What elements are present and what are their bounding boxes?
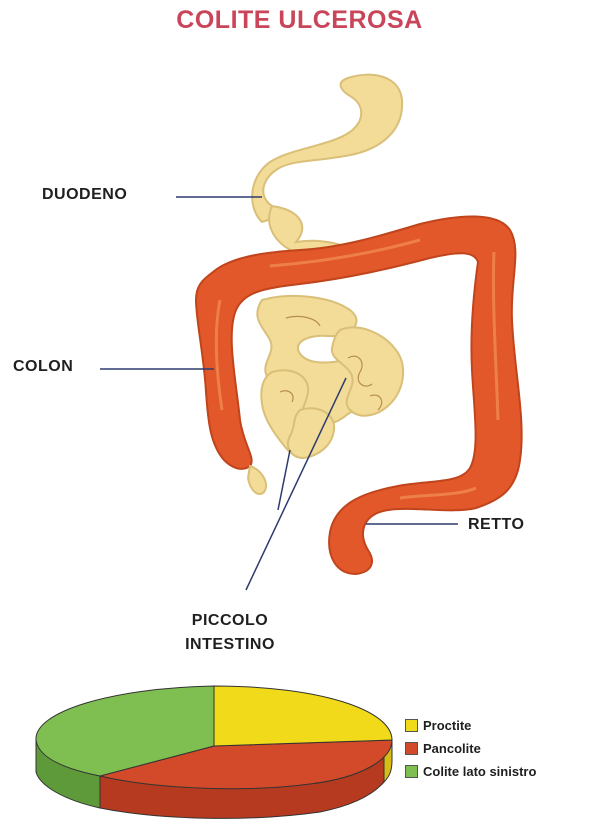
- label-piccolo-line2: INTESTINO: [150, 633, 310, 657]
- legend-label-colite-lato-sinistro: Colite lato sinistro: [423, 764, 536, 779]
- legend-item-pancolite: Pancolite: [405, 737, 599, 760]
- label-colon: COLON: [13, 358, 73, 376]
- label-retto: RETTO: [468, 516, 524, 534]
- legend-item-proctite: Proctite: [405, 714, 599, 737]
- legend-label-pancolite: Pancolite: [423, 741, 481, 756]
- label-duodeno: DUODENO: [42, 186, 127, 204]
- small-intestine: [257, 296, 403, 458]
- pie-legend: Proctite Pancolite Colite lato sinistro: [405, 714, 599, 783]
- appendix: [248, 466, 266, 494]
- legend-swatch-proctite: [405, 719, 418, 732]
- legend-swatch-colite-lato-sinistro: [405, 765, 418, 778]
- label-piccolo-line1: PICCOLO: [150, 609, 310, 633]
- legend-label-proctite: Proctite: [423, 718, 471, 733]
- pie-chart: [36, 686, 392, 818]
- label-piccolo-intestino: PICCOLO INTESTINO: [150, 609, 310, 657]
- pie-slice-proctite: [214, 686, 392, 746]
- legend-item-colite-lato-sinistro: Colite lato sinistro: [405, 760, 599, 783]
- legend-swatch-pancolite: [405, 742, 418, 755]
- stomach: [252, 75, 402, 222]
